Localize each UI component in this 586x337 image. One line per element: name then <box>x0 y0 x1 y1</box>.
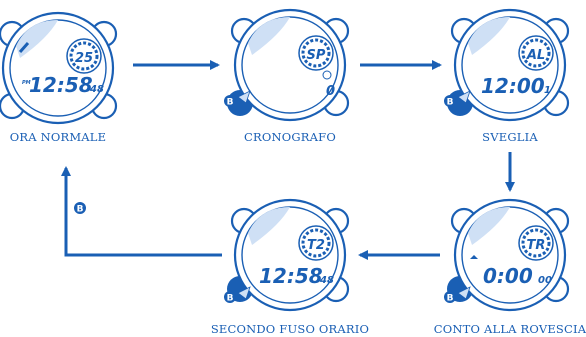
svg-text:B: B <box>77 205 84 215</box>
time-display: 0:00 <box>483 264 533 288</box>
am-pm-indicator: PM <box>22 80 31 86</box>
button-b-indicator: B <box>444 286 471 304</box>
seconds-display: 48 <box>89 84 104 95</box>
svg-text:B: B <box>447 98 454 108</box>
caption-sveglia: SVEGLIA <box>482 130 538 144</box>
svg-text:B: B <box>447 294 454 304</box>
seconds-display: 1 <box>544 85 551 96</box>
mode-circle-label: AL <box>526 48 545 63</box>
arrow-secondo-to-ora <box>61 166 222 257</box>
caption-cronografo: CRONOGRAFO <box>244 130 336 144</box>
time-display: 12:00 <box>481 74 545 98</box>
seconds-display: 00 <box>538 275 552 286</box>
caption-ora-normale: ORA NORMALE <box>10 130 107 144</box>
mode-circle-label: TR <box>527 238 546 253</box>
time-display: 12:58 <box>259 264 323 288</box>
watch-secondo-fuso-orario: T2 12:58 48 <box>227 198 350 312</box>
time-display: 12:58 <box>29 73 93 97</box>
caption-conto-alla-rovescia: CONTO ALLA ROVESCIA <box>434 322 586 336</box>
seconds-display: 48 <box>319 275 334 286</box>
watch-ora-normale: 25 PM 12:58 48 <box>0 11 118 125</box>
mode-circle-label: T2 <box>307 238 325 253</box>
time-display: 0 <box>326 84 335 99</box>
watch-sveglia: AL 12:00 1 <box>447 8 570 122</box>
mode-circle-label: 25 <box>75 51 93 66</box>
watch-cronografo: SP 0 <box>227 8 350 122</box>
svg-text:B: B <box>227 98 234 108</box>
caption-secondo-fuso-orario: SECONDO FUSO ORARIO <box>211 322 369 336</box>
button-b-indicator: B <box>444 90 471 108</box>
button-b-indicator: B <box>224 286 251 304</box>
svg-text:B: B <box>227 294 234 304</box>
button-b-indicator: B <box>74 202 86 215</box>
mode-circle-label: SP <box>307 48 326 63</box>
button-b-indicator: B <box>224 90 251 108</box>
watch-conto-alla-rovescia: TR 0:00 00 <box>447 198 570 312</box>
